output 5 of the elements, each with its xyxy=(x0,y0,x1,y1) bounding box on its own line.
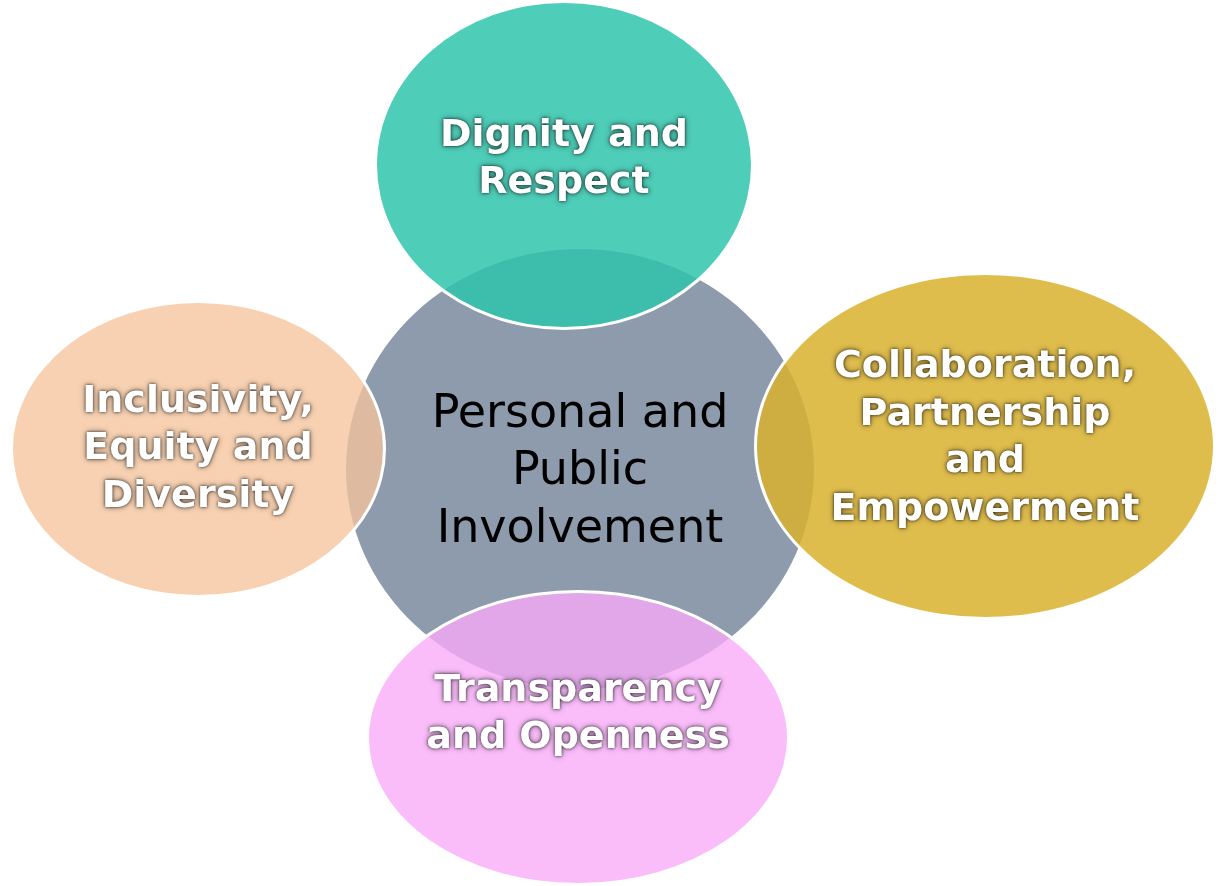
node-text: Transparency and Openness xyxy=(425,664,731,759)
node-text: Collaboration, Partnership and Empowerment xyxy=(829,341,1141,531)
node-text: Inclusivity, Equity and Diversity xyxy=(81,375,315,518)
node-text: Personal and Public Involvement xyxy=(430,382,730,555)
node-text: Dignity and Respect xyxy=(439,109,689,204)
